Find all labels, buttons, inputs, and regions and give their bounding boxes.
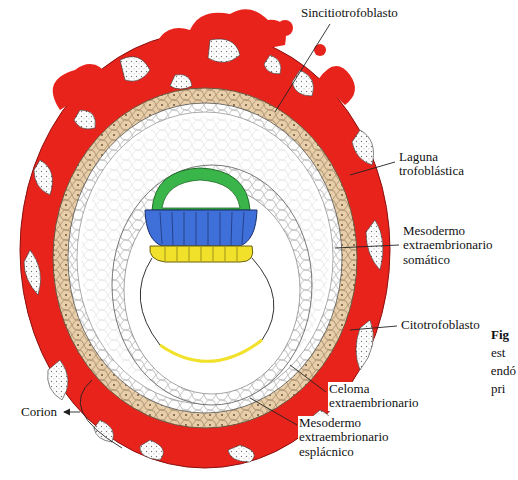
caption-fragment: est	[490, 346, 506, 360]
part-label: Mesodermo extraembrionario esplácnico	[298, 416, 400, 459]
part-label: Citotrofoblasto	[400, 318, 481, 332]
inner-cavity	[124, 186, 300, 394]
extraembryonic-coelom	[77, 112, 333, 404]
part-label: Celoma extraembrionario	[328, 382, 430, 411]
part-label: Mesodermo extraembrionario somático	[402, 224, 504, 267]
caption-fragment: Fig	[490, 328, 510, 342]
part-label: Sincitiotrofoblasto	[300, 6, 399, 20]
somatic-mesoderm	[68, 103, 342, 413]
caption-fragment: endó	[490, 364, 517, 378]
embryonic-disc	[140, 168, 274, 361]
caption-fragment: pri	[490, 382, 506, 396]
part-label: Corion	[20, 405, 58, 419]
splanchnic-mesoderm	[112, 165, 312, 405]
cytotrophoblast	[53, 88, 357, 428]
part-label: Laguna trofoblástica	[398, 150, 485, 179]
